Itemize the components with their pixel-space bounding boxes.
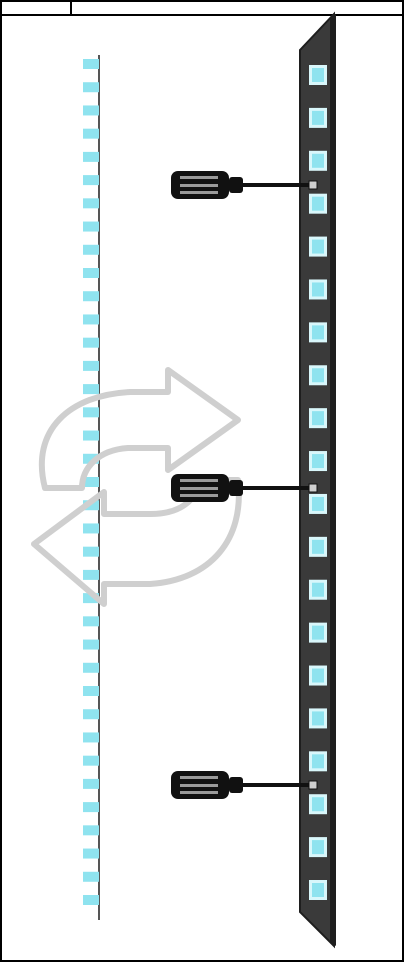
led-chip-icon — [83, 871, 99, 882]
led-chip-icon — [312, 496, 324, 511]
led-chip-icon — [83, 453, 99, 464]
led-chip-icon — [83, 105, 99, 116]
screwdriver-icon — [171, 171, 318, 199]
led-chip-icon — [83, 268, 99, 278]
led-chip-icon — [312, 368, 324, 383]
led-chip-icon — [83, 198, 99, 209]
led-chip-icon — [83, 686, 99, 696]
led-chip-icon — [312, 883, 324, 897]
led-chip-icon — [312, 196, 324, 211]
led-chip-icon — [83, 175, 99, 186]
led-chip-icon — [83, 337, 99, 348]
led-chip-icon — [312, 539, 324, 554]
led-chip-icon — [312, 711, 324, 726]
led-chip-icon — [83, 755, 99, 766]
led-chip-icon — [83, 59, 99, 69]
led-chip-icon — [312, 625, 324, 640]
led-chip-icon — [312, 325, 324, 340]
led-chip-icon — [83, 291, 99, 302]
led-chip-icon — [83, 825, 99, 836]
led-chip-icon — [83, 569, 99, 580]
led-chip-icon — [83, 314, 99, 325]
screwdrivers — [171, 171, 318, 799]
led-chip-icon — [312, 411, 324, 426]
led-chip-icon — [312, 239, 324, 254]
led-chip-icon — [312, 68, 324, 82]
led-chip-icon — [83, 477, 99, 487]
led-chip-icon — [83, 407, 99, 418]
led-chip-icon — [312, 754, 324, 769]
led-chip-icon — [83, 82, 99, 93]
led-chip-icon — [312, 840, 324, 855]
led-chip-icon — [83, 546, 99, 557]
left-led-strip — [83, 55, 100, 920]
led-chip-icon — [312, 582, 324, 597]
led-chip-icon — [312, 153, 324, 168]
led-chip-icon — [312, 110, 324, 125]
led-chip-icon — [83, 732, 99, 743]
swap-arrow-right-icon — [38, 367, 241, 491]
led-chip-icon — [83, 848, 99, 859]
led-chip-icon — [83, 523, 99, 534]
led-chip-icon — [83, 430, 99, 441]
led-chip-icon — [83, 802, 99, 813]
led-chip-icon — [83, 709, 99, 720]
led-chip-icon — [83, 360, 99, 371]
led-chip-icon — [83, 639, 99, 650]
led-chip-icon — [83, 616, 99, 627]
led-chip-icon — [312, 282, 324, 297]
led-chip-icon — [83, 593, 99, 604]
screwdriver-icon — [171, 771, 318, 799]
led-chip-icon — [83, 778, 99, 789]
led-chip-icon — [83, 662, 99, 673]
led-chip-icon — [83, 384, 99, 395]
strip-panel-edge — [330, 14, 336, 946]
led-chip-icon — [83, 221, 99, 232]
led-chip-icon — [312, 668, 324, 683]
screwdriver-icon — [171, 474, 318, 502]
right-strip-leds — [309, 65, 327, 900]
led-chip-icon — [83, 128, 99, 139]
right-led-strip-panel — [299, 11, 336, 949]
led-chip-icon — [83, 244, 99, 255]
led-chip-icon — [83, 151, 99, 162]
led-chip-icon — [312, 454, 324, 469]
led-chip-icon — [83, 895, 99, 905]
led-chip-icon — [312, 797, 324, 812]
